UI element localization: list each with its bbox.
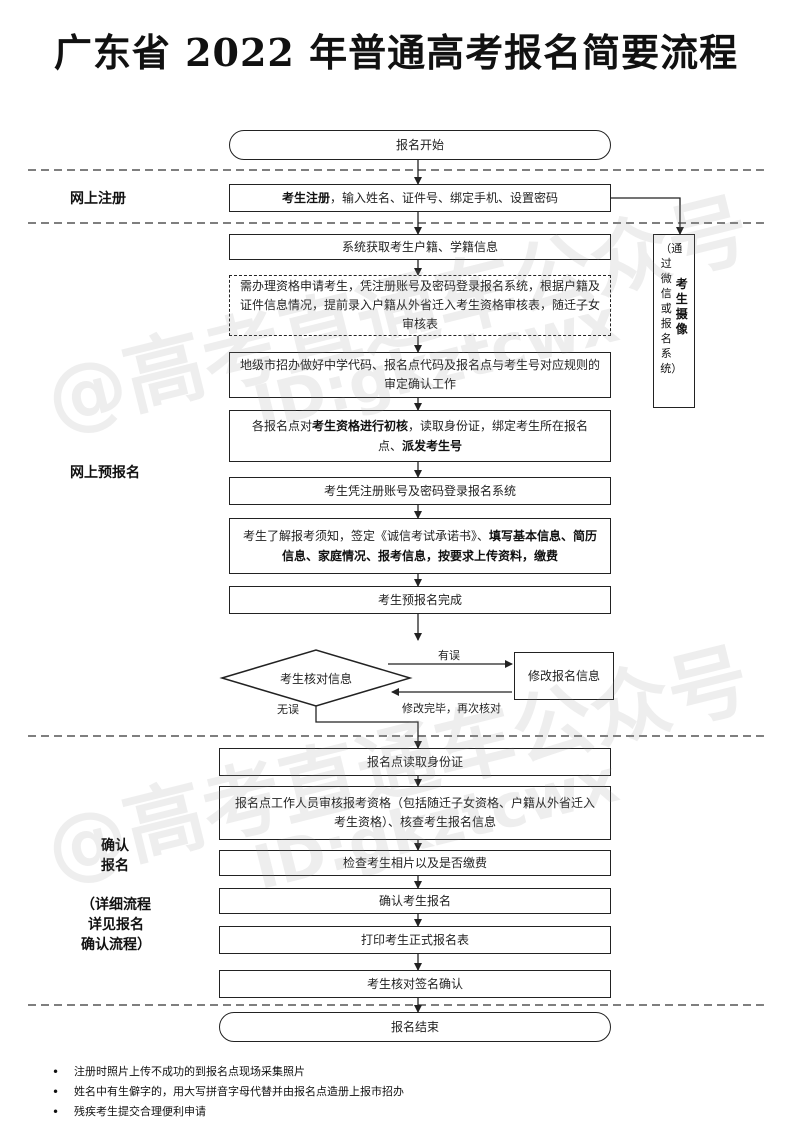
node-fill-info: 考生了解报考须知，签定《诚信考试承诺书》、填写基本信息、简历信息、家庭情况、报考…	[229, 518, 611, 574]
decision-label: 考生核对信息	[279, 672, 352, 686]
node-sign: 考生核对签名确认	[219, 970, 611, 998]
edge-label-recheck: 修改完毕，再次核对	[402, 702, 501, 715]
section-online-prereg: 网上预报名	[70, 465, 140, 481]
node-prereg-done: 考生预报名完成	[229, 586, 611, 614]
node-fetch-info: 系统获取考生户籍、学籍信息	[229, 234, 611, 260]
node-staff-review: 报名点工作人员审核报考资格（包括随迁子女资格、户籍从外省迁入考生资格）、核查考生…	[219, 786, 611, 840]
review-text-2: ，读取身份证，绑定考生所在报名点、	[377, 419, 589, 453]
node-read-id: 报名点读取身份证	[219, 748, 611, 776]
note-item: 注册时照片上传不成功的到报名点现场采集照片	[46, 1062, 404, 1082]
confirm-note-line3: 确认流程）	[81, 937, 151, 953]
node-login: 考生凭注册账号及密码登录报名系统	[229, 477, 611, 505]
review-bold-2: 派发考生号	[402, 439, 463, 453]
register-rest: ，输入姓名、证件号、绑定手机、设置密码	[330, 191, 559, 205]
flow-arrows	[315, 160, 684, 1013]
photo-col-channel: （通过微信或报名系统）	[660, 242, 683, 375]
node-qualification: 需办理资格申请考生，凭注册账号及密码登录报名系统，根据户籍及证件信息情况，提前录…	[229, 275, 611, 336]
fill-text-1: 考生了解报考须知，签定《诚信考试承诺书》、	[242, 529, 489, 543]
confirm-note-line2: 详见报名	[88, 917, 144, 933]
section-confirm-line2: 报名	[101, 858, 129, 874]
note-item: 姓名中有生僻字的，用大写拼音字母代替并由报名点造册上报市招办	[46, 1082, 404, 1102]
node-city-codes: 地级市招办做好中学代码、报名点代码及报名点与考生号对应规则的审定确认工作	[229, 352, 611, 398]
node-modify: 修改报名信息	[514, 652, 614, 700]
section-confirm: 确认 报名	[80, 836, 150, 876]
node-review: 各报名点对考生资格进行初核，读取身份证，绑定考生所在报名点、派发考生号	[229, 410, 611, 462]
review-text-1: 各报名点对	[251, 419, 312, 433]
node-register: 考生注册，输入姓名、证件号、绑定手机、设置密码	[229, 184, 611, 212]
fill-bold-1: 填写基本信息、简历信息、家庭情况、报考信息，按要求上传资料，缴费	[281, 529, 598, 563]
photo-col-title: 考生摄像	[675, 277, 688, 336]
page-title: 广东省 2022 年普通高考报名简要流程	[53, 30, 739, 75]
notes-list: 注册时照片上传不成功的到报名点现场采集照片 姓名中有生僻字的，用大写拼音字母代替…	[46, 1062, 404, 1122]
node-confirm: 确认考生报名	[219, 888, 611, 914]
section-online-register: 网上注册	[70, 191, 126, 207]
register-bold: 考生注册	[281, 191, 330, 205]
node-start: 报名开始	[229, 130, 611, 160]
note-item: 残疾考生提交合理便利申请	[46, 1102, 404, 1122]
section-confirm-note: （详细流程 详见报名 确认流程）	[66, 895, 166, 955]
decision-diamond	[219, 649, 413, 707]
node-photo-capture: （通过微信或报名系统） 考生摄像	[653, 234, 695, 408]
review-bold-1: 考生资格进行初核	[311, 419, 408, 433]
confirm-note-line1: （详细流程	[81, 897, 151, 913]
edge-label-no-error: 无误	[277, 703, 299, 716]
node-end: 报名结束	[219, 1012, 611, 1042]
section-dividers	[28, 169, 764, 1006]
node-print-form: 打印考生正式报名表	[219, 926, 611, 954]
node-photo-fee: 检查考生相片以及是否缴费	[219, 850, 611, 876]
section-confirm-line1: 确认	[101, 838, 129, 854]
edge-label-has-error: 有误	[438, 649, 460, 662]
